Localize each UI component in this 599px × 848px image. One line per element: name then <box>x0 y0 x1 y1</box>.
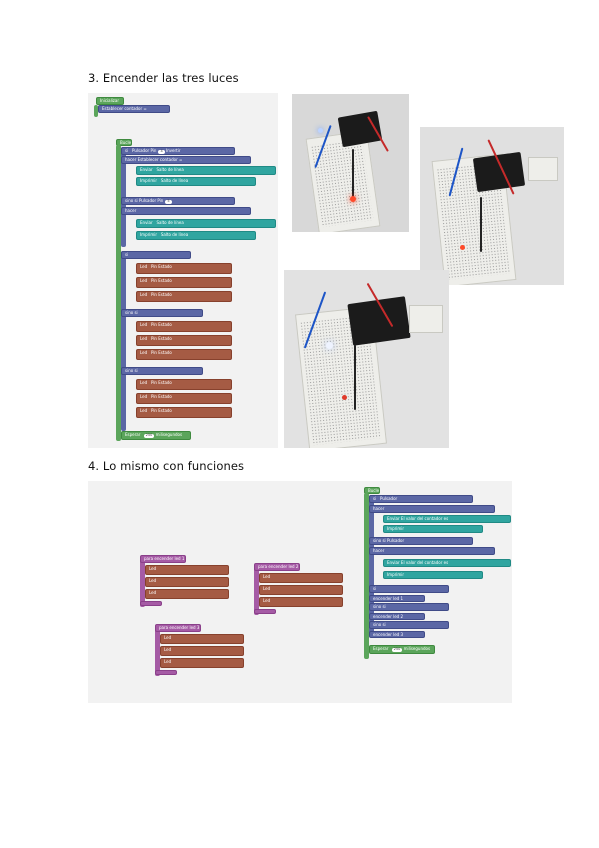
block-code-screenshot-1: Inicializar Establecer contador = Bucle … <box>88 93 278 448</box>
func2-led-2: Led <box>259 585 343 595</box>
loop2-send-1: Enviar El valor del contador es <box>383 515 511 523</box>
setup-block: Inicializar <box>96 97 124 105</box>
circuit-photo-1 <box>292 94 409 232</box>
print-block-2: Imprimir Salto de línea <box>136 231 256 240</box>
func3-led-3: Led <box>160 658 244 668</box>
led-block-3: Led Pin Estado <box>136 291 232 302</box>
function-1-header: para encender led 1 <box>140 555 186 563</box>
call-led-3: encender led 3 <box>369 631 425 638</box>
func3-led-1: Led <box>160 634 244 644</box>
loop-block: Bucle <box>116 139 132 146</box>
led-block-5: Led Pin Estado <box>136 335 232 346</box>
wait-block: Esperar 250 milisegundos <box>121 431 191 440</box>
led-block-9: Led Pin Estado <box>136 407 232 418</box>
do-set-block: hacer Establecer contador = <box>121 156 251 164</box>
call-led-1: encender led 1 <box>369 595 425 602</box>
elseif-counter-block-1: sino si <box>121 309 203 317</box>
loop2-set: hacer <box>369 505 495 513</box>
func1-led-1: Led <box>145 565 229 575</box>
func2-led-1: Led <box>259 573 343 583</box>
function-2-header: para encender led 2 <box>254 563 300 571</box>
loop2-elseif-button: sino si Pulsador <box>369 537 473 545</box>
function-3-header: para encender led 3 <box>155 624 201 632</box>
do-set-block-2: hacer <box>121 207 251 215</box>
loop2-if-counter: si <box>369 585 449 593</box>
led-block-6: Led Pin Estado <box>136 349 232 360</box>
func3-led-2: Led <box>160 646 244 656</box>
call-led-2: encender led 2 <box>369 613 425 620</box>
led-block-8: Led Pin Estado <box>136 393 232 404</box>
block-code-screenshot-2: para encender led 1 Led Led Led para enc… <box>88 481 512 703</box>
led-block-7: Led Pin Estado <box>136 379 232 390</box>
func2-led-3: Led <box>259 597 343 607</box>
section-4-title: 4. Lo mismo con funciones <box>88 459 245 473</box>
elseif-counter-block-2: sino si <box>121 367 203 375</box>
send-block-2: Enviar Salto de línea <box>136 219 276 228</box>
led-block-1: Led Pin Estado <box>136 263 232 274</box>
loop2-print-1: Imprimir <box>383 525 483 533</box>
circuit-photo-2 <box>420 127 564 285</box>
set-counter-block: Establecer contador = <box>98 105 170 113</box>
loop2-elseif-counter-1: sino si <box>369 603 449 611</box>
loop-block-2: Bucle <box>364 487 380 494</box>
func1-led-2: Led <box>145 577 229 587</box>
if-counter-block-1: si <box>121 251 191 259</box>
loop2-set-2: hacer <box>369 547 495 555</box>
circuit-photo-3 <box>284 270 449 448</box>
loop2-if-button: si Pulsador <box>369 495 473 503</box>
loop-bar <box>116 145 121 441</box>
loop2-elseif-counter-2: sino si <box>369 621 449 629</box>
func1-led-3: Led <box>145 589 229 599</box>
loop2-print-2: Imprimir <box>383 571 483 579</box>
section-3-title: 3. Encender las tres luces <box>88 71 239 85</box>
loop2-send-2: Enviar El valor del contador es <box>383 559 511 567</box>
wait-block-2: Esperar 250 milisegundos <box>369 645 435 654</box>
led-block-4: Led Pin Estado <box>136 321 232 332</box>
led-block-2: Led Pin Estado <box>136 277 232 288</box>
print-block-1: Imprimir Salto de línea <box>136 177 256 186</box>
send-block-1: Enviar Salto de línea <box>136 166 276 175</box>
